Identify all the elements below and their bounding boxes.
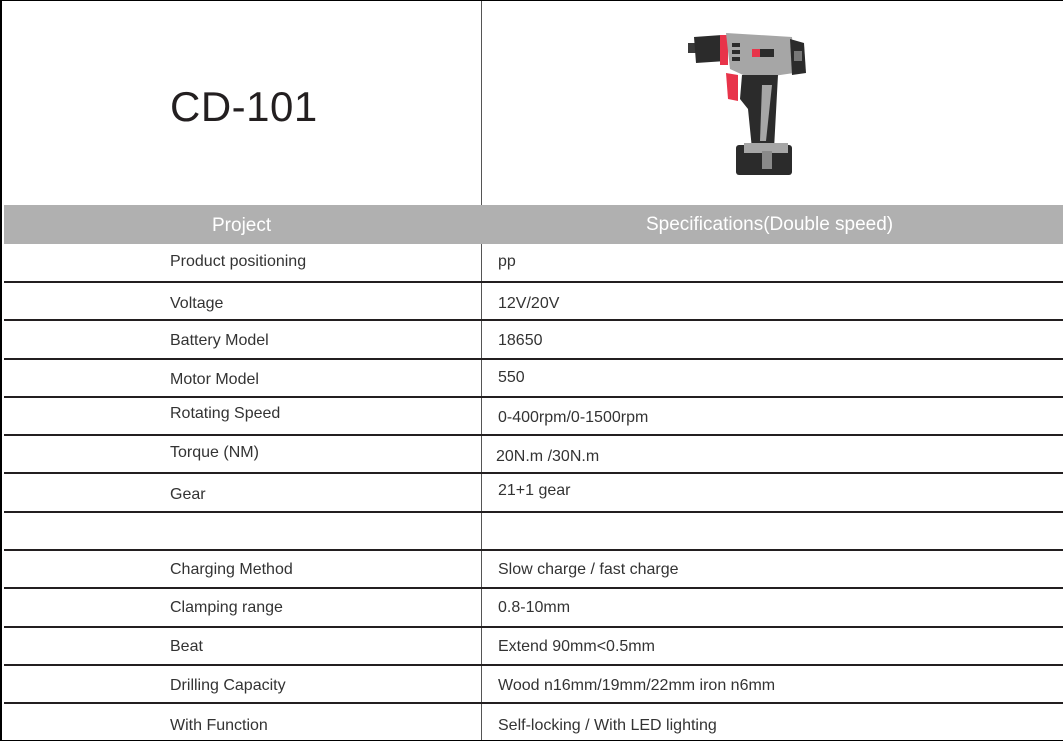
row-label: Drilling Capacity xyxy=(170,677,286,694)
table-row: Torque (NM) 20N.m /30N.m xyxy=(4,436,1063,474)
row-value: Slow charge / fast charge xyxy=(498,561,679,578)
row-value: 0-400rpm/0-1500rpm xyxy=(498,409,649,426)
table-row: With Function Self-locking / With LED li… xyxy=(4,704,1063,741)
column-divider xyxy=(481,1,482,740)
row-value: 21+1 gear xyxy=(498,482,571,499)
row-label: Gear xyxy=(170,486,206,503)
product-header: CD-101 xyxy=(2,1,1063,205)
header-project: Project xyxy=(212,215,272,236)
table-row: Battery Model 18650 xyxy=(4,321,1063,360)
header-specifications: Specifications(Double speed) xyxy=(646,214,894,235)
table-row-empty xyxy=(4,513,1063,551)
row-value: 550 xyxy=(498,369,525,386)
row-value: Self-locking / With LED lighting xyxy=(498,717,717,734)
row-value: 12V/20V xyxy=(498,295,560,312)
row-label: Product positioning xyxy=(170,253,307,270)
model-name: CD-101 xyxy=(170,83,318,130)
row-label: Torque (NM) xyxy=(170,444,259,461)
table-row: Motor Model 550 xyxy=(4,360,1063,398)
model-cell: CD-101 xyxy=(2,1,481,205)
product-image-cell xyxy=(482,1,1063,205)
row-label: Voltage xyxy=(170,295,224,312)
table-row: Clamping range 0.8-10mm xyxy=(4,589,1063,628)
row-value: pp xyxy=(498,253,516,270)
table-row: Drilling Capacity Wood n16mm/19mm/22mm i… xyxy=(4,666,1063,704)
table-row: Charging Method Slow charge / fast charg… xyxy=(4,551,1063,589)
row-value: 18650 xyxy=(498,332,543,349)
cordless-drill-icon xyxy=(688,33,806,175)
table-row: Beat Extend 90mm<0.5mm xyxy=(4,628,1063,666)
row-value: 0.8-10mm xyxy=(498,599,571,616)
row-label: Motor Model xyxy=(170,371,259,388)
table-row: Gear 21+1 gear xyxy=(4,474,1063,513)
table-row: Voltage 12V/20V xyxy=(4,283,1063,321)
table-row: Rotating Speed 0-400rpm/0-1500rpm xyxy=(4,398,1063,436)
row-label: Clamping range xyxy=(170,599,283,616)
row-value: Extend 90mm<0.5mm xyxy=(498,638,655,655)
row-label: Charging Method xyxy=(170,561,293,578)
row-value: Wood n16mm/19mm/22mm iron n6mm xyxy=(498,677,776,694)
row-label: With Function xyxy=(170,717,268,734)
row-label: Battery Model xyxy=(170,332,269,349)
row-label: Rotating Speed xyxy=(170,405,281,422)
row-value: 20N.m /30N.m xyxy=(496,448,600,465)
table-header: Project Specifications(Double speed) xyxy=(4,205,1063,244)
table-row: Product positioning pp xyxy=(4,244,1063,283)
row-label: Beat xyxy=(170,638,203,655)
